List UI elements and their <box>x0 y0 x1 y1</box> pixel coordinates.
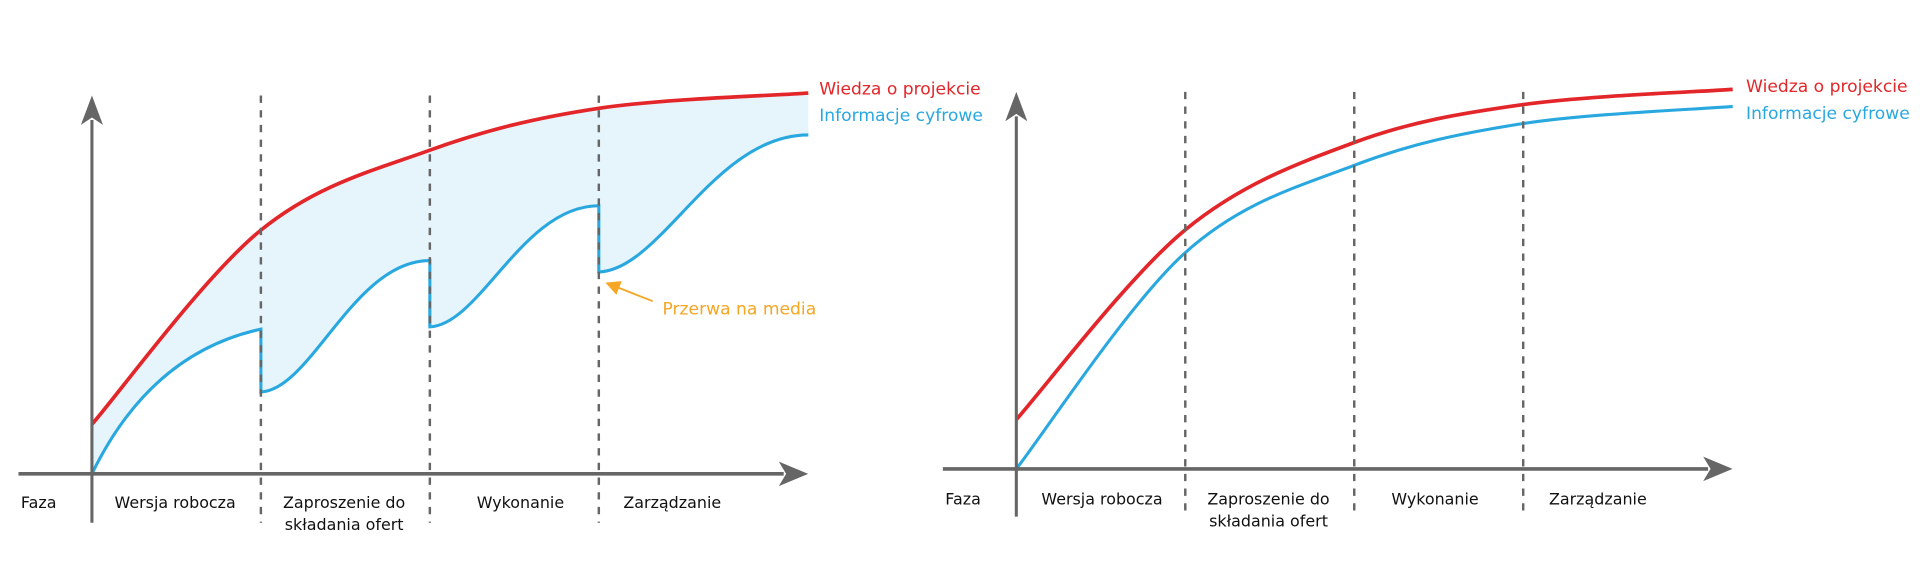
legend-knowledge: Wiedza o projekcie <box>1746 77 1908 97</box>
annotation-arrow <box>605 281 654 303</box>
phase-label: Zaproszenie do <box>1207 489 1329 508</box>
phase-label: Zaproszenie do <box>283 493 405 512</box>
legend-knowledge: Wiedza o projekcie <box>819 79 981 99</box>
phase-label: składania ofert <box>1209 511 1328 530</box>
phase-label: składania ofert <box>285 515 404 534</box>
legend-digital: Informacje cyfrowe <box>1746 104 1910 124</box>
chart-left: Faza Wersja robocza Zaproszenie do skład… <box>18 79 983 534</box>
x-axis-label: Faza <box>945 489 981 508</box>
series-digital-information <box>1015 104 1733 470</box>
x-axis-arrow-icon <box>1703 456 1733 482</box>
y-axis-arrow-icon <box>1005 91 1028 122</box>
series-project-knowledge <box>1014 87 1733 421</box>
knowledge-gap-area <box>91 93 809 474</box>
legend-digital: Informacje cyfrowe <box>819 106 983 126</box>
x-axis-label: Faza <box>21 493 57 512</box>
phase-label: Zarządzanie <box>1549 489 1647 508</box>
annotation-media-break: Przerwa na media <box>662 300 816 320</box>
y-axis-arrow-icon <box>80 95 103 125</box>
x-axis-arrow-icon <box>778 461 809 487</box>
series-project-knowledge <box>90 91 809 426</box>
phase-label: Wykonanie <box>1391 489 1478 508</box>
phase-label: Wersja robocza <box>115 493 236 512</box>
phase-label: Zarządzanie <box>623 493 721 512</box>
phase-label: Wykonanie <box>477 493 564 512</box>
chart-right: Faza Wersja robocza Zaproszenie do skład… <box>942 77 1910 530</box>
series-digital-information <box>90 133 809 475</box>
phase-label: Wersja robocza <box>1041 489 1162 508</box>
